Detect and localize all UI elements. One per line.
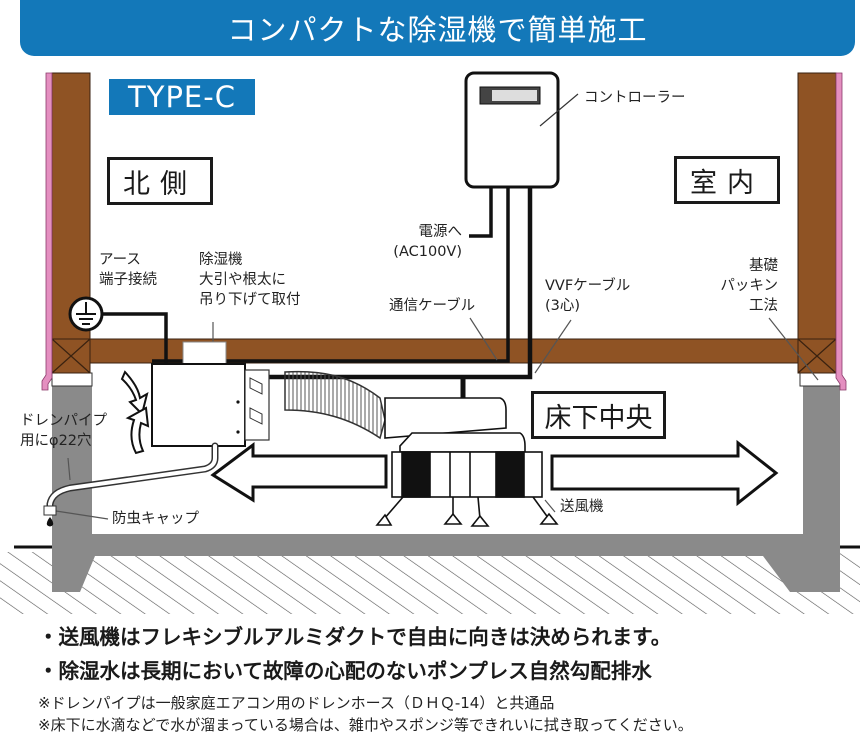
notes-section: ・送風機はフレキシブルアルミダクトで自由に向きは決められます。 ・除湿水は長期に… bbox=[38, 620, 693, 736]
foundation-packing-left bbox=[51, 372, 93, 387]
foundation-label-line3: 工法 bbox=[749, 298, 778, 314]
earth-label: アース 端子接続 bbox=[99, 250, 157, 290]
comm-cable-label-text: 通信ケーブル bbox=[389, 298, 476, 314]
fan-label-text: 送風機 bbox=[560, 499, 604, 515]
wall-left bbox=[51, 72, 91, 340]
foundation-packing-label: 基礎 パッキン 工法 bbox=[700, 256, 778, 316]
fan-unit bbox=[375, 397, 559, 527]
drain-hole-label-line1: ドレンパイプ bbox=[20, 413, 107, 429]
airflow-arrow-left bbox=[210, 442, 388, 503]
intake-arrow-upper bbox=[120, 370, 149, 416]
insect-cap-label-text: 防虫キャップ bbox=[112, 511, 199, 527]
sill-left bbox=[51, 338, 91, 374]
controller-unit bbox=[464, 71, 579, 189]
dehumidifier-label-line3: 吊り下げて取付 bbox=[199, 292, 301, 308]
earth-label-line1: アース bbox=[99, 252, 141, 268]
concrete-foundation bbox=[52, 386, 840, 592]
note-bullet: ・除湿水は長期において故障の心配のないポンプレス自然勾配排水 bbox=[38, 659, 652, 683]
intake-arrow-lower bbox=[125, 406, 150, 455]
vvf-cable-label-line1: VVFケーブル bbox=[545, 278, 631, 294]
power-label-line2: (AC100V) bbox=[393, 244, 462, 260]
page-title: コンパクトな除湿機で簡単施工 bbox=[227, 13, 648, 47]
dehumidifier-label-line2: 大引や根太に bbox=[199, 272, 286, 288]
footnote: ※ドレンパイプは一般家庭エアコン用のドレンホース（ＤＨＱ-14）と共通品 bbox=[38, 694, 555, 712]
dehumidifier-label-line1: 除湿機 bbox=[199, 252, 243, 268]
vvf-cable-label: VVFケーブル (3心) bbox=[545, 276, 630, 316]
note-bullet: ・送風機はフレキシブルアルミダクトで自由に向きは決められます。 bbox=[38, 625, 672, 649]
flexible-aluminum-duct bbox=[284, 370, 386, 440]
type-tag-text: TYPE-C bbox=[128, 80, 236, 114]
type-tag: TYPE-C bbox=[109, 79, 255, 115]
dehumidifier-label: 除湿機 大引や根太に 吊り下げて取付 bbox=[199, 250, 301, 310]
drain-pipe bbox=[43, 442, 219, 527]
power-label: 電源へ (AC100V) bbox=[370, 222, 462, 262]
hanger-bracket bbox=[182, 341, 227, 366]
comm-cable-label: 通信ケーブル bbox=[389, 296, 475, 316]
earth-terminal-icon bbox=[68, 296, 104, 332]
area-indoor-text: 室内 bbox=[690, 167, 764, 199]
area-underfloor-center-text: 床下中央 bbox=[544, 402, 653, 434]
vvf-cable-label-line2: (3心) bbox=[545, 298, 581, 314]
controller-label-text: コントローラー bbox=[584, 90, 686, 106]
leader-lines bbox=[55, 317, 819, 520]
foundation-label-line1: 基礎 bbox=[749, 258, 778, 274]
dehumidifier-unit bbox=[151, 363, 270, 447]
power-label-line1: 電源へ bbox=[418, 224, 463, 240]
controller-label: コントローラー bbox=[584, 88, 686, 108]
cables bbox=[101, 187, 533, 405]
earth-label-line2: 端子接続 bbox=[99, 272, 157, 288]
area-indoor: 室内 bbox=[674, 156, 780, 204]
drain-hole-label-line2: 用にφ22穴 bbox=[20, 433, 92, 449]
footnote: ※床下に水滴などで水が溜まっている場合は、雑巾やスポンジ等できれいに拭き取ってく… bbox=[38, 716, 693, 734]
drain-hole-label: ドレンパイプ 用にφ22穴 bbox=[20, 411, 107, 451]
ground bbox=[0, 545, 860, 614]
area-north-side: 北側 bbox=[107, 157, 213, 205]
insulation-right bbox=[835, 72, 847, 391]
area-underfloor-center: 床下中央 bbox=[531, 391, 666, 439]
wall-right bbox=[797, 72, 837, 340]
insect-cap-label: 防虫キャップ bbox=[112, 509, 199, 529]
foundation-packing-right bbox=[799, 372, 841, 387]
sill-right bbox=[797, 338, 837, 374]
insulation-left bbox=[41, 72, 53, 391]
fan-label: 送風機 bbox=[560, 497, 604, 517]
area-north-side-text: 北側 bbox=[123, 168, 197, 200]
airflow-arrow-right bbox=[550, 439, 779, 507]
title-banner: コンパクトな除湿機で簡単施工 bbox=[20, 0, 855, 56]
foundation-label-line2: パッキン bbox=[720, 278, 778, 294]
